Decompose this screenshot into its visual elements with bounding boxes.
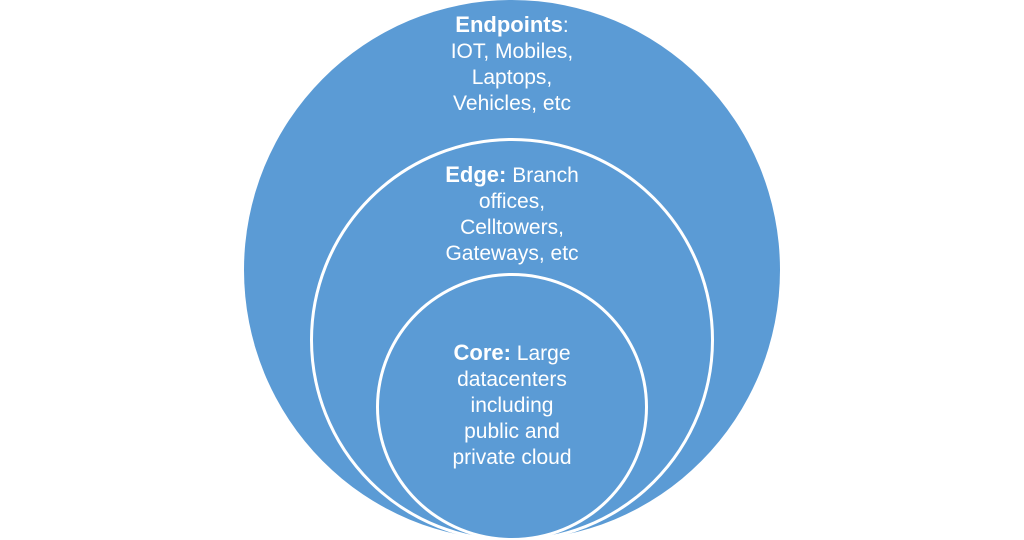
endpoints-line-1: IOT, Mobiles, — [450, 40, 574, 63]
core-title-line: Core: Large — [422, 340, 602, 367]
core-title: Core: — [453, 340, 511, 365]
edge-title-line: Edge: Branch — [407, 162, 617, 189]
endpoints-separator: : — [562, 14, 569, 37]
core-line-3: public and — [464, 420, 560, 443]
endpoints-title-line: Endpoints: — [392, 12, 632, 39]
endpoints-label: Endpoints: IOT, Mobiles, Laptops, Vehicl… — [392, 12, 632, 117]
core-line-1: datacenters — [457, 368, 567, 391]
edge-first-line-rest: Branch — [506, 164, 579, 187]
edge-title: Edge: — [445, 162, 507, 187]
core-circle — [376, 273, 648, 540]
endpoints-line-2: Laptops, — [471, 66, 553, 89]
core-line-2: including — [470, 394, 554, 417]
edge-line-3: Gateways, etc — [445, 242, 579, 265]
edge-line-1: offices, — [478, 190, 546, 213]
edge-line-2: Celltowers, — [460, 216, 564, 239]
edge-label: Edge: Branch offices, Celltowers, Gatewa… — [407, 162, 617, 267]
core-label: Core: Large datacenters including public… — [422, 340, 602, 471]
core-line-4: private cloud — [452, 446, 572, 469]
endpoints-line-3: Vehicles, etc — [453, 92, 571, 115]
core-first-line-rest: Large — [510, 342, 571, 365]
endpoints-title: Endpoints — [455, 12, 563, 37]
